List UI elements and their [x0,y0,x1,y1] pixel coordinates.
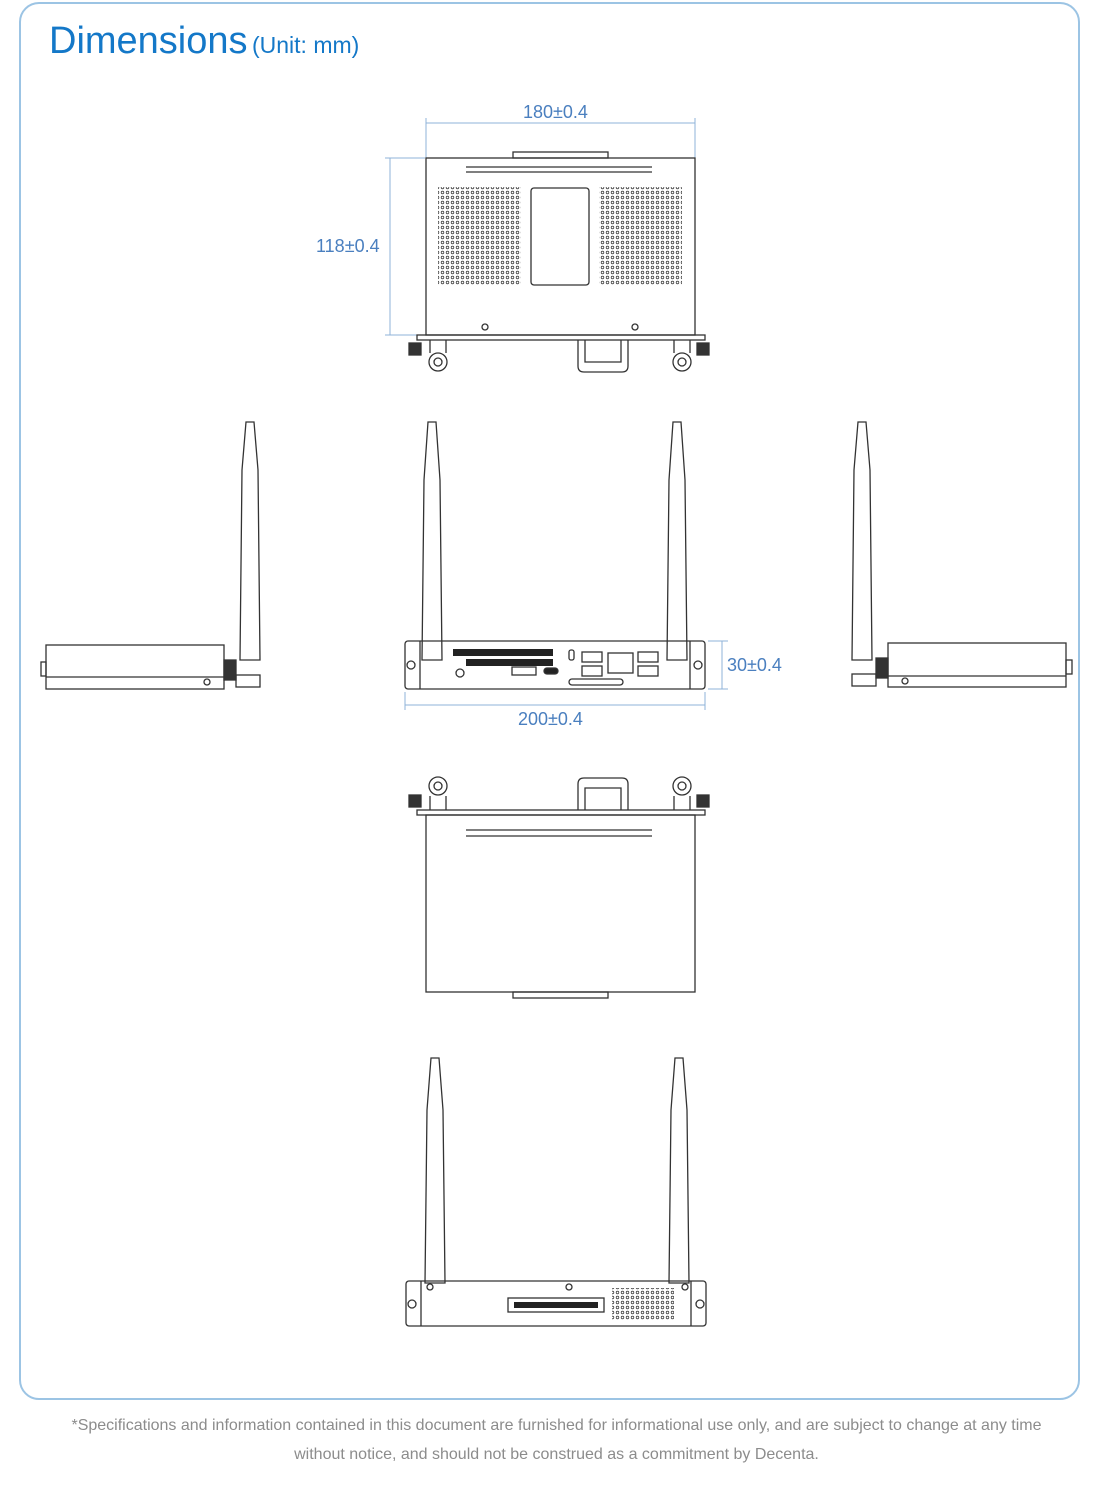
antenna-right-side [851,421,873,661]
dim-label-top-width: 180±0.4 [523,102,588,122]
bottom-view [408,776,710,999]
antenna-front-left [421,421,443,661]
rear-view [405,1057,707,1327]
io-grid-row1 [453,649,553,656]
page-title: Dimensions (Unit: mm) [49,20,359,63]
hdmi-port [511,666,537,676]
antenna-front-right [666,421,688,661]
antenna-left-side [239,421,261,661]
dim-lines-front [404,640,728,710]
top-window [530,187,590,286]
top-view [385,118,710,373]
right-side-view [851,421,1073,688]
front-view [404,421,728,710]
bottom-body [425,814,696,993]
antenna-rear-left [424,1057,446,1284]
rear-panel [405,1280,707,1327]
top-tab [512,151,609,159]
left-side-view [40,421,261,690]
handle-top [577,340,629,373]
left-side-body [45,644,225,690]
front-panel [404,640,706,690]
footer-line-1: *Specifications and information containe… [71,1417,1042,1434]
top-rail [416,334,706,341]
footer-disclaimer: *Specifications and information containe… [40,1411,1073,1469]
io-grid-row2 [466,659,553,666]
footer-line-2: without notice, and should not be constr… [294,1446,819,1463]
right-side-body [887,642,1067,688]
dim-label-depth: 118±0.4 [316,236,380,256]
rear-vent [612,1288,674,1320]
dim-label-front-width: 200±0.4 [518,709,583,729]
antenna-rear-right [668,1057,690,1284]
title-text: Dimensions [49,20,248,62]
vent-right [599,187,682,285]
handle-bottom [577,777,629,810]
vent-left [438,187,521,285]
content-frame [19,2,1080,1400]
unit-label: (Unit: mm) [251,32,360,58]
ethernet-port [607,652,634,674]
rear-connector [507,1297,605,1313]
dim-label-height: 30±0.4 [727,655,782,675]
